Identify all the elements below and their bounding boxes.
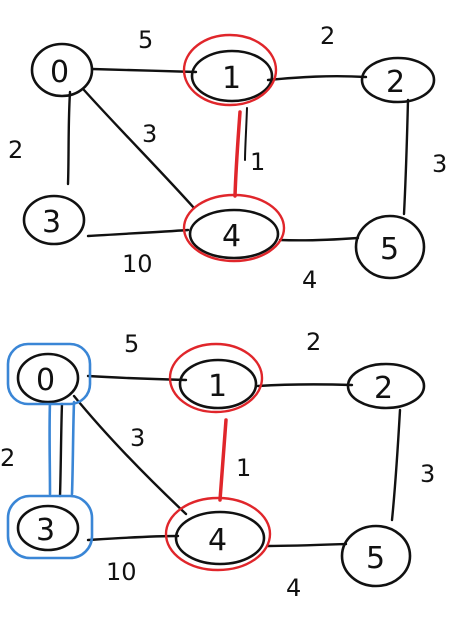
weight-2-5: 3 — [432, 150, 447, 178]
weight-0-4: 3 — [130, 424, 145, 452]
edge-0-1 — [86, 374, 188, 382]
highlight-ring-red — [168, 342, 264, 414]
highlight-ring-red — [182, 33, 278, 107]
edge-0-3 — [66, 90, 72, 186]
node-3: 3 — [6, 494, 94, 560]
edge-1-4-ink — [244, 107, 248, 161]
graph-bottom: 0 1 2 3 4 5 5 2 — [0, 328, 435, 602]
edge-0-3-ink — [58, 402, 64, 498]
edge-0-3-blue-b — [70, 400, 76, 496]
node-5: 5 — [340, 524, 412, 588]
node-3: 3 — [22, 194, 86, 246]
edge-4-5 — [266, 542, 348, 548]
weight-3-4: 10 — [106, 558, 137, 586]
highlight-ring-blue — [6, 494, 94, 560]
edge-4-5 — [278, 236, 360, 242]
highlight-ring-red — [164, 496, 272, 572]
edge-0-1 — [90, 67, 198, 74]
node-label: 1 — [222, 61, 241, 96]
graph-top: 0 1 2 3 4 5 5 2 2 3 — [8, 22, 447, 294]
node-2: 2 — [360, 56, 436, 104]
weight-1-4: 1 — [236, 454, 251, 482]
highlight-ring-red — [182, 193, 286, 263]
edge-1-4-red — [218, 418, 228, 502]
weight-1-4: 1 — [250, 148, 265, 176]
weight-0-3: 2 — [0, 444, 15, 472]
edge-3-4 — [86, 534, 180, 542]
weight-0-4: 3 — [142, 120, 157, 148]
node-0: 0 — [6, 342, 92, 406]
weight-4-5: 4 — [302, 266, 317, 294]
node-2: 2 — [346, 362, 426, 410]
weight-3-4: 10 — [122, 250, 153, 278]
node-label: 2 — [386, 65, 405, 100]
weight-1-2: 2 — [320, 22, 335, 50]
weight-0-3: 2 — [8, 136, 23, 164]
edge-1-2 — [266, 74, 368, 82]
node-label: 5 — [380, 232, 399, 267]
edge-2-5 — [402, 98, 410, 216]
edge-1-2 — [256, 383, 354, 388]
edge-0-4 — [82, 88, 196, 210]
node-label: 4 — [222, 219, 241, 254]
edge-1-4-red — [233, 110, 242, 198]
highlight-ring-blue — [6, 342, 92, 406]
node-label: 0 — [36, 363, 55, 398]
node-label: 3 — [42, 205, 61, 240]
node-1: 1 — [168, 342, 264, 414]
weight-2-5: 3 — [420, 460, 435, 488]
weight-0-1: 5 — [138, 26, 153, 54]
node-5: 5 — [354, 214, 426, 280]
node-label: 5 — [366, 541, 385, 576]
edge-2-5 — [390, 408, 402, 522]
edge-0-4 — [72, 394, 188, 516]
edge-3-4 — [86, 228, 190, 238]
node-label: 2 — [374, 371, 393, 406]
weight-4-5: 4 — [286, 574, 301, 602]
node-label: 0 — [50, 55, 69, 90]
node-4: 4 — [182, 193, 286, 263]
node-label: 1 — [208, 369, 227, 404]
node-4: 4 — [164, 496, 272, 572]
node-0: 0 — [30, 42, 94, 98]
node-label: 4 — [208, 523, 227, 558]
node-1: 1 — [182, 33, 278, 107]
weight-1-2: 2 — [306, 328, 321, 356]
weight-0-1: 5 — [124, 330, 139, 358]
node-label: 3 — [36, 513, 55, 548]
